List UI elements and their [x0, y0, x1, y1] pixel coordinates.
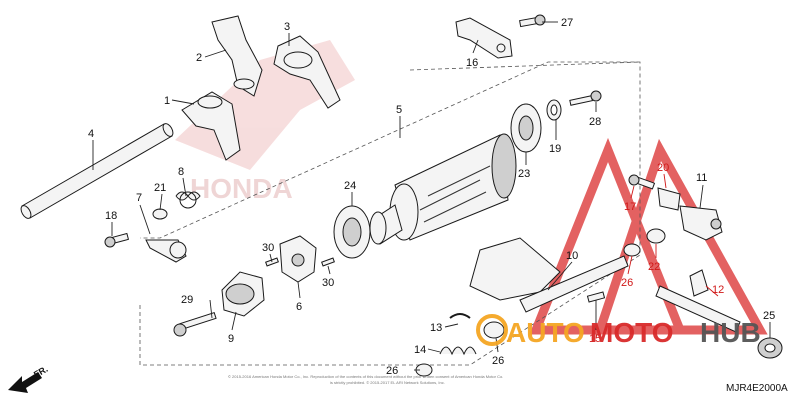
washer-26-mid	[483, 321, 505, 339]
warning-triangle-watermark	[529, 137, 768, 335]
assembly-outline	[139, 61, 641, 366]
callout-5[interactable]: 5	[396, 104, 402, 116]
callout-1[interactable]: 1	[164, 95, 170, 107]
assembly-outline-top	[409, 61, 641, 71]
bolt-15	[586, 291, 606, 303]
collar-21	[152, 208, 168, 220]
pin-30-lower	[321, 257, 335, 267]
callout-16[interactable]: 16	[466, 57, 478, 69]
bolt-17	[628, 174, 656, 190]
front-arrow-icon	[8, 372, 42, 393]
front-label: FR.	[32, 364, 50, 380]
callout-26-mid[interactable]: 26	[492, 355, 504, 367]
copyright-line-1: © 2015-2016 American Honda Motor Co., In…	[228, 374, 503, 379]
callout-7[interactable]: 7	[136, 192, 142, 204]
callout-23[interactable]: 23	[518, 168, 530, 180]
washer-19	[546, 99, 562, 121]
stopper-plate	[455, 17, 513, 59]
bearing-23	[510, 103, 542, 153]
shift-fork-2	[211, 15, 263, 97]
drum-center-6	[279, 235, 317, 283]
callout-30-lower[interactable]: 30	[322, 277, 334, 289]
washer-26-right	[623, 243, 641, 257]
oil-seal-25	[757, 337, 783, 359]
dealer-text-moto: MOTO	[590, 317, 673, 348]
callout-8[interactable]: 8	[178, 166, 184, 178]
circlip-13	[449, 313, 471, 319]
shift-drum	[369, 133, 517, 245]
callout-20[interactable]: 20	[657, 162, 669, 174]
honda-brand-text: HONDA	[190, 173, 293, 204]
callout-30-upper[interactable]: 30	[262, 242, 274, 254]
callout-15[interactable]: 15	[589, 333, 601, 345]
bearing-24	[333, 205, 371, 259]
callout-2[interactable]: 2	[196, 52, 202, 64]
callout-4[interactable]: 4	[88, 128, 94, 140]
front-direction-indicator: FR.	[8, 364, 50, 393]
callout-26-right[interactable]: 26	[621, 277, 633, 289]
shift-fork-shaft	[20, 123, 174, 219]
callout-3[interactable]: 3	[284, 21, 290, 33]
callout-14[interactable]: 14	[414, 344, 426, 356]
callout-24[interactable]: 24	[344, 180, 356, 192]
plate-20	[657, 187, 681, 211]
warning-triangle-right	[593, 138, 768, 335]
dealer-watermark: AUTO MOTO HUB	[476, 314, 761, 348]
callout-12[interactable]: 12	[712, 284, 724, 296]
leader-lines	[92, 21, 771, 371]
callout-6[interactable]: 6	[296, 301, 302, 313]
callout-25[interactable]: 25	[763, 310, 775, 322]
callout-26-lower[interactable]: 26	[386, 365, 398, 377]
bolt-18	[104, 232, 130, 248]
spring-8	[175, 191, 201, 209]
callout-28[interactable]: 28	[589, 116, 601, 128]
bolt-29	[173, 311, 217, 337]
dealer-text-auto: AUTO	[506, 317, 585, 348]
stopper-arm	[145, 239, 187, 263]
copyright-line-2: is strictly prohibited. © 2015-2017 EL A…	[330, 380, 445, 385]
bolt-27	[519, 14, 546, 28]
bolt-28	[569, 90, 602, 106]
spring-14	[439, 346, 477, 356]
callout-29[interactable]: 29	[181, 294, 193, 306]
shift-lever-11	[679, 205, 723, 241]
washer-22	[646, 228, 666, 244]
callout-22[interactable]: 22	[648, 261, 660, 273]
gearshift-spindle	[469, 237, 629, 313]
dealer-logo-ring	[476, 314, 508, 346]
callout-19[interactable]: 19	[549, 143, 561, 155]
callout-27[interactable]: 27	[561, 17, 573, 29]
callout-18[interactable]: 18	[105, 210, 117, 222]
part-callouts: 1 2 3 4 5 6 7 8 9 10 11 12 13 14 15 16 1…	[88, 17, 775, 377]
shift-cam-9	[221, 271, 265, 317]
dealer-text-hub: HUB	[700, 317, 761, 348]
callout-10[interactable]: 10	[566, 250, 578, 262]
callout-11[interactable]: 11	[696, 172, 707, 184]
callout-9[interactable]: 9	[228, 333, 234, 345]
diagram-code: MJR4E2000A	[726, 383, 788, 394]
shift-shaft-12	[655, 269, 741, 333]
callout-21[interactable]: 21	[154, 182, 166, 194]
callout-13[interactable]: 13	[430, 322, 442, 334]
shift-fork-1	[181, 91, 241, 161]
callout-17[interactable]: 17	[624, 201, 636, 213]
shift-fork-3	[273, 35, 341, 109]
